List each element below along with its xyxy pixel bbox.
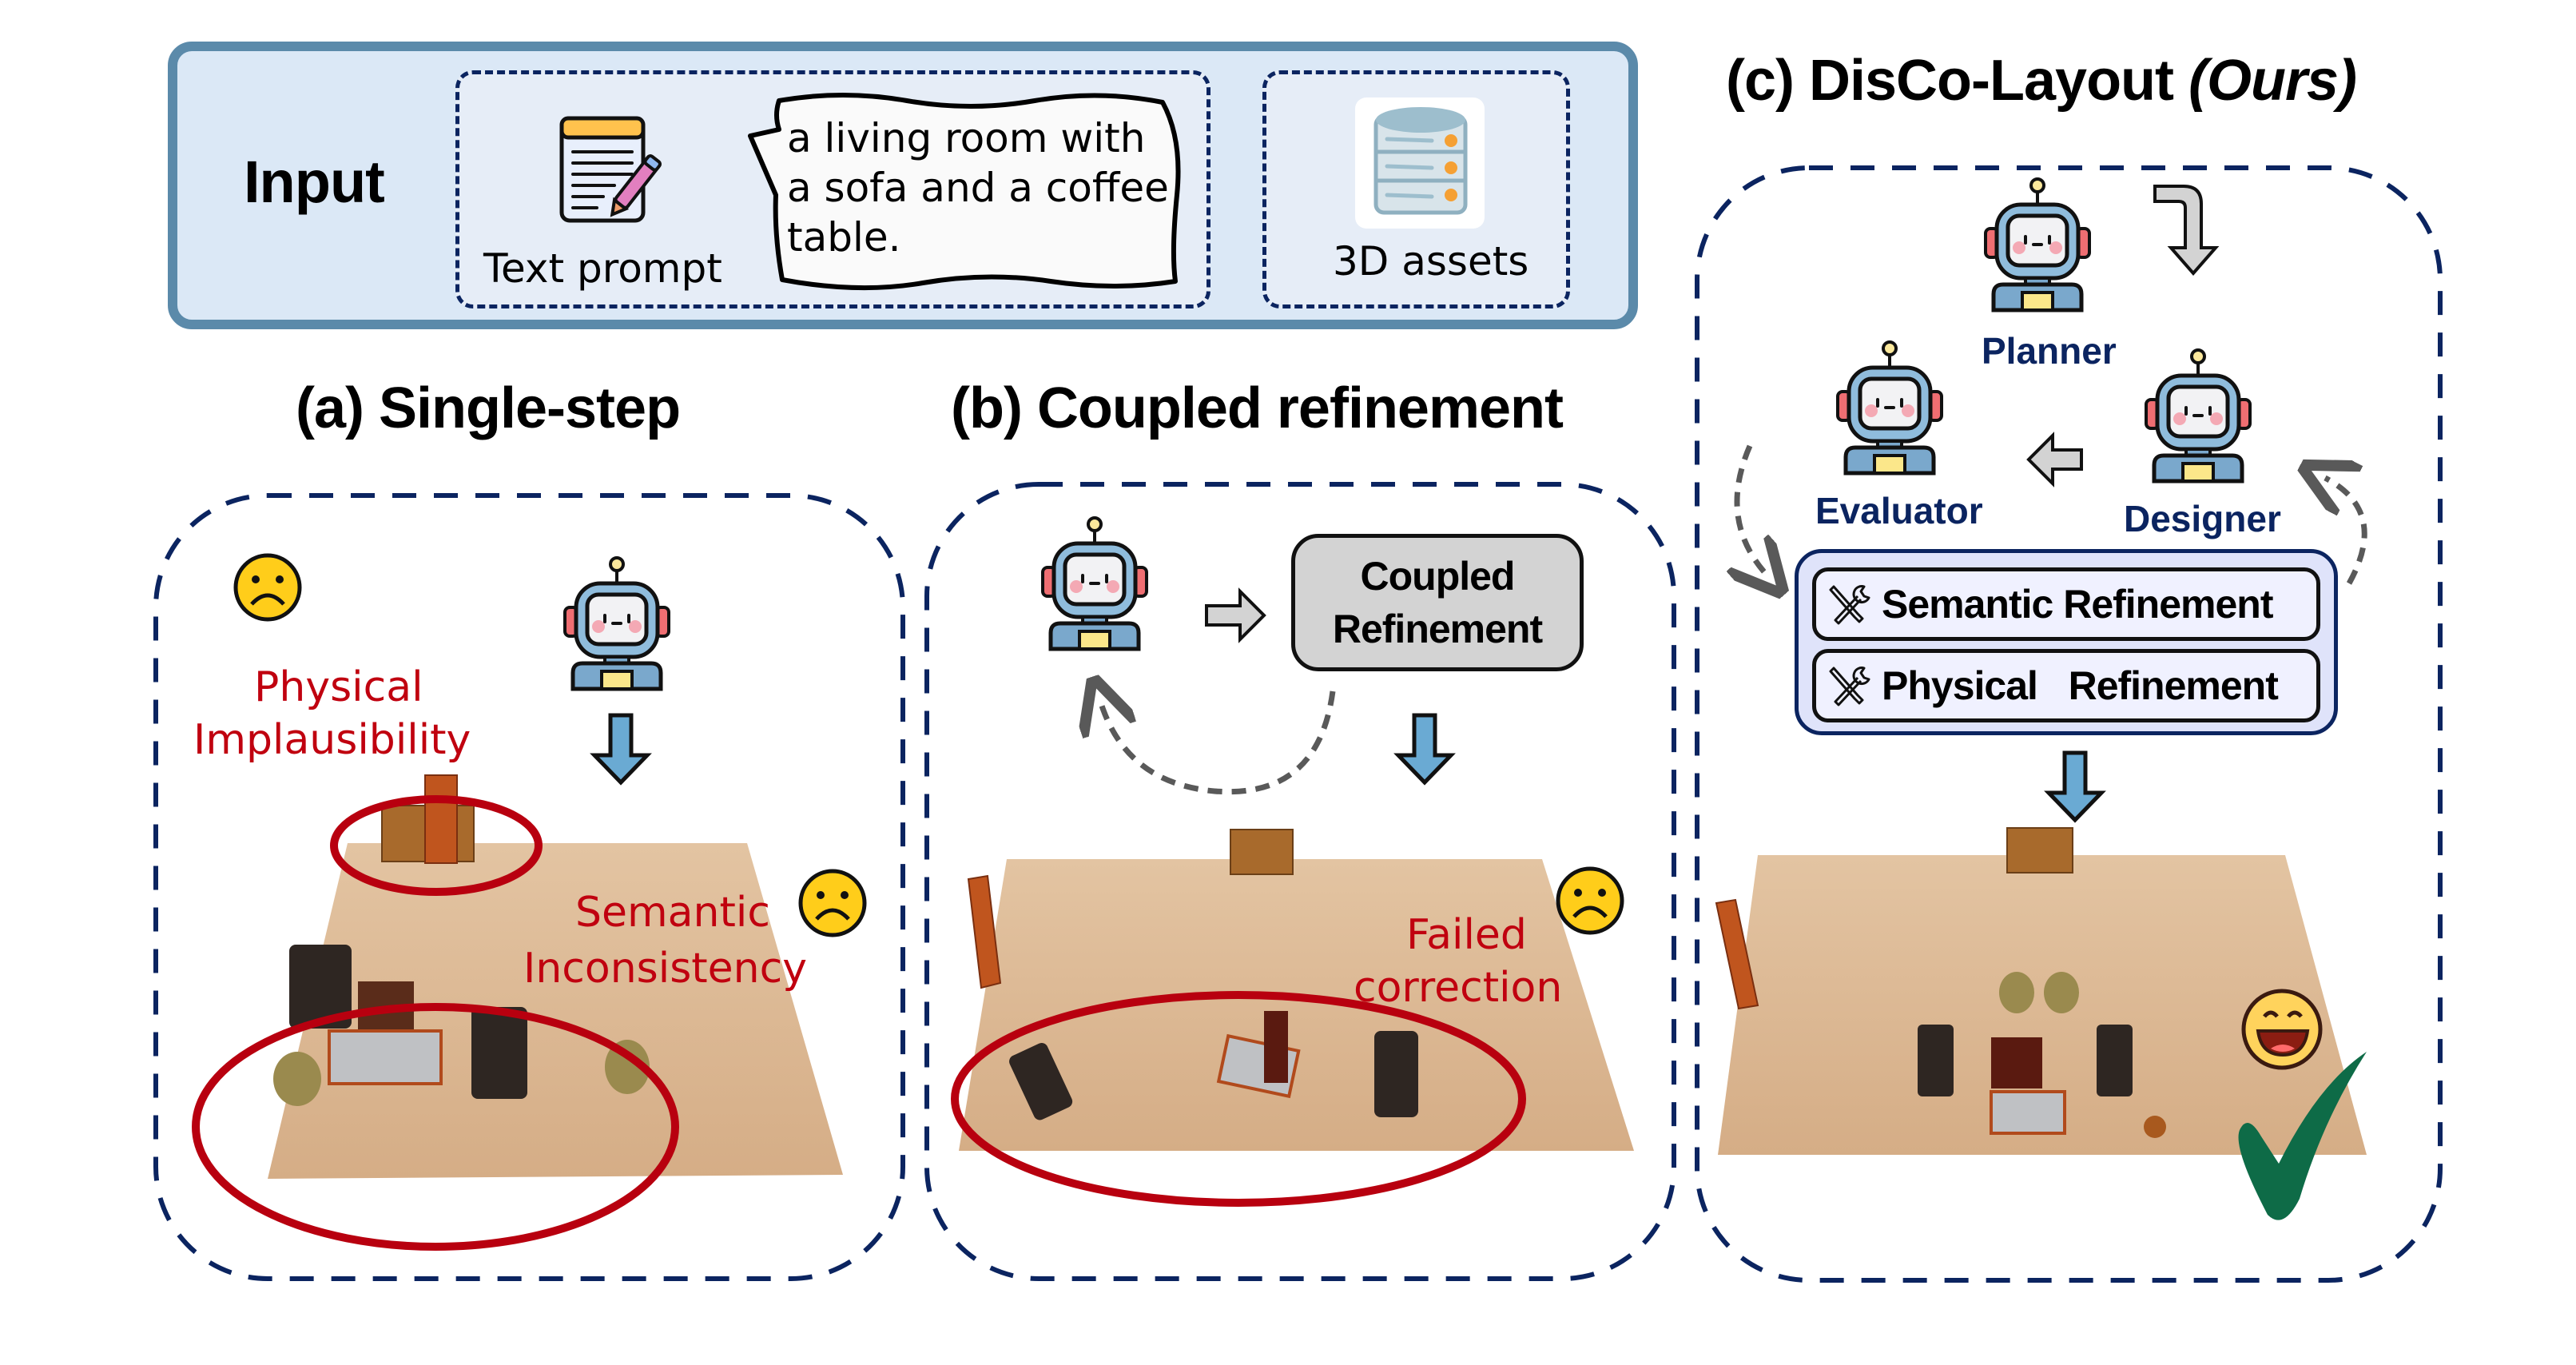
panel-c-furniture xyxy=(1715,827,2166,1138)
sad-face-icon xyxy=(798,869,867,937)
3d-assets-caption: 3D assets xyxy=(1333,238,1529,285)
database-icon xyxy=(1355,98,1485,229)
panel-c-title: (c) DisCo-Layout (Ours) xyxy=(1726,48,2357,113)
panel-a-floor xyxy=(268,843,843,1179)
error-ellipse xyxy=(951,991,1526,1207)
agent-label-planner: Planner xyxy=(1982,330,2117,372)
evaluator-robot-icon xyxy=(1836,340,1943,476)
down-arrow-icon xyxy=(2044,750,2106,823)
designer-robot-icon xyxy=(2145,348,2252,484)
tools-icon xyxy=(1829,667,1870,706)
coupled-box-line1: Coupled xyxy=(1360,554,1516,599)
panel-c-title-ours: (Ours) xyxy=(2188,49,2357,113)
robot-icon xyxy=(1041,516,1148,651)
grin-face-icon xyxy=(2241,989,2323,1070)
feedback-loop-arrow xyxy=(2325,478,2367,585)
error-ellipse xyxy=(192,1003,679,1251)
tools-icon xyxy=(1829,585,1870,625)
semantic-refinement-label: Semantic Refinement xyxy=(1882,582,2273,627)
feedback-loop-arrow xyxy=(1737,444,1766,574)
panel-b-title: (b) Coupled refinement xyxy=(951,376,1564,440)
panel-b-border xyxy=(924,482,1676,1281)
panel-c-title-main: (c) DisCo-Layout xyxy=(1726,49,2189,113)
left-arrow-icon xyxy=(2026,432,2083,488)
annotation-semantic: Semantic xyxy=(575,889,770,937)
sad-face-icon xyxy=(233,553,302,622)
checkmark-icon xyxy=(2238,1052,2367,1220)
planner-robot-icon xyxy=(1984,177,2091,312)
text-prompt-caption: Text prompt xyxy=(483,245,722,292)
physical-refinement-label: Physical Refinement xyxy=(1882,663,2279,708)
panel-c-floor xyxy=(1718,855,2367,1155)
physical-refinement-row: Physical Refinement xyxy=(1812,649,2320,722)
down-arrow-icon xyxy=(1393,713,1456,786)
panel-b-floor xyxy=(959,859,1634,1151)
prompt-text: a living room with a sofa and a coffee t… xyxy=(787,115,1169,261)
sad-face-icon xyxy=(1556,866,1624,935)
panel-a-border xyxy=(153,493,905,1281)
coupled-refinement-box: Coupled Refinement xyxy=(1291,534,1584,671)
panel-b-furniture xyxy=(967,829,1418,1120)
semantic-refinement-row: Semantic Refinement xyxy=(1812,567,2320,641)
panel-a-title: (a) Single-step xyxy=(296,376,681,440)
panel-a-furniture xyxy=(273,774,650,1106)
annotation-implausibility: Implausibility xyxy=(193,716,471,764)
annotation-physical: Physical xyxy=(254,663,423,711)
coupled-box-line2: Refinement xyxy=(1332,607,1543,651)
right-arrow-icon xyxy=(1205,587,1266,643)
feedback-loop-arrow xyxy=(1101,691,1336,795)
speech-bubble xyxy=(748,93,1181,291)
annotation-failed: Failed xyxy=(1406,911,1527,959)
annotation-inconsistency: Inconsistency xyxy=(523,945,807,993)
curved-arrow-icon xyxy=(2153,185,2220,277)
input-label: Input xyxy=(244,149,385,215)
agent-label-designer: Designer xyxy=(2124,498,2281,539)
panel-c-border xyxy=(1695,165,2443,1283)
down-arrow-icon xyxy=(590,713,652,786)
agent-label-evaluator: Evaluator xyxy=(1815,490,1983,531)
annotation-correction: correction xyxy=(1354,964,1563,1012)
robot-icon xyxy=(563,556,670,691)
notepad-pencil-icon xyxy=(559,116,662,223)
error-ellipse xyxy=(330,795,543,896)
